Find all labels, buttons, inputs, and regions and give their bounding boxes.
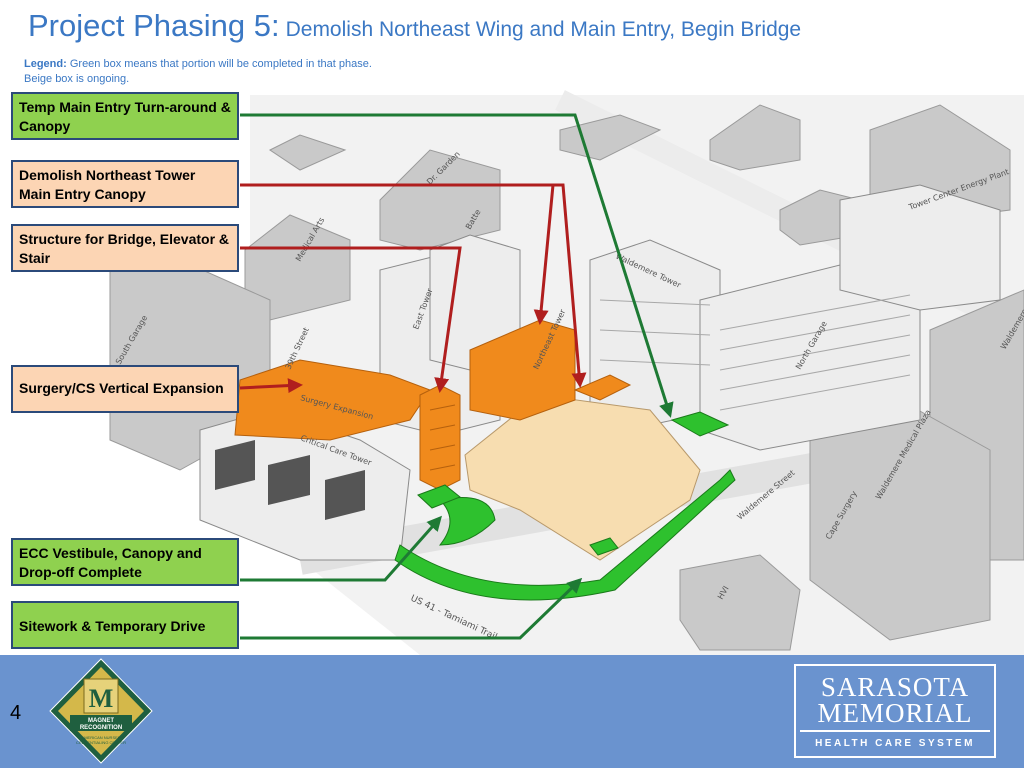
temporary-drive — [394, 469, 736, 601]
arrow-sitework — [240, 577, 583, 640]
arrow-ecc — [240, 515, 442, 582]
title-sub: Demolish Northeast Wing and Main Entry, … — [285, 18, 802, 41]
slide-title: Project Phasing 5:Demolish Northeast Win… — [28, 8, 801, 44]
legend-line2: Beige box is ongoing. — [24, 73, 130, 85]
page-number: 4 — [10, 702, 22, 724]
footer-bar — [0, 655, 1024, 768]
callout-box: ECC Vestibule, Canopy and Drop-off Compl… — [11, 538, 239, 586]
callout-text: Sitework & Temporary Drive — [19, 618, 206, 634]
callout-text: ECC Vestibule, Canopy and Drop-off Compl… — [19, 545, 202, 580]
callout-box: Sitework & Temporary Drive — [11, 601, 239, 649]
legend-line1: Green box means that portion will be com… — [69, 58, 372, 70]
callout-text: Structure for Bridge, Elevator & Stair — [19, 231, 230, 266]
logo-line3: HEALTH CARE SYSTEM — [815, 738, 975, 749]
ecc-vestibule — [417, 484, 461, 509]
arrow-temp-main-entry — [240, 113, 674, 418]
logo-line1: SARASOTA — [820, 672, 970, 702]
callout-text: Surgery/CS Vertical Expansion — [19, 380, 224, 396]
badge-line3: AMERICAN NURSES — [82, 735, 121, 740]
logo-rule — [800, 730, 990, 732]
callout-box: Structure for Bridge, Elevator & Stair — [11, 224, 239, 272]
callout-box: Surgery/CS Vertical Expansion — [11, 365, 239, 413]
callout-text: Temp Main Entry Turn-around & Canopy — [19, 99, 231, 134]
badge-line1: MAGNET — [88, 718, 114, 724]
logo-line2: MEMORIAL — [817, 698, 973, 728]
magnet-recognition-badge: M MAGNET RECOGNITION AMERICAN NURSES CRE… — [49, 658, 153, 764]
badge-line2: RECOGNITION — [80, 725, 122, 731]
bridge-elevator-stair — [419, 384, 461, 491]
arrow-bridge — [240, 246, 462, 393]
legend-label: Legend: — [24, 58, 67, 70]
callout-text: Demolish Northeast Tower Main Entry Cano… — [19, 167, 196, 202]
temp-main-entry-canopy — [670, 411, 730, 437]
badge-letter: M — [89, 684, 114, 713]
site-plaza — [464, 394, 701, 561]
arrow-demolish-canopy — [553, 183, 587, 388]
callout-box: Demolish Northeast Tower Main Entry Cano… — [11, 160, 239, 208]
badge-line4: CREDENTIALING CENTER — [76, 740, 126, 745]
sarasota-memorial-logo: SARASOTA MEMORIAL HEALTH CARE SYSTEM — [794, 664, 996, 758]
sitework-pad — [589, 537, 619, 556]
arrow-surgery — [239, 378, 303, 394]
ecc-dropoff-drive — [438, 497, 496, 546]
main-entry-canopy — [573, 374, 632, 401]
callout-box: Temp Main Entry Turn-around & Canopy — [11, 92, 239, 140]
legend: Legend: Green box means that portion wil… — [24, 57, 372, 87]
title-main: Project Phasing 5: — [28, 8, 280, 43]
